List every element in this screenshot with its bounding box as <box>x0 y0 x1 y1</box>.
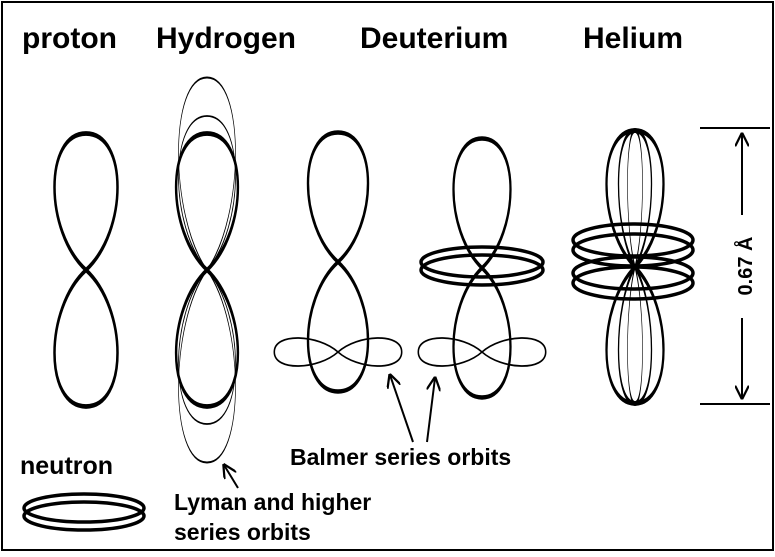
lyman-label-line1: Lyman and higher <box>174 489 371 515</box>
heading-hydrogen: Hydrogen <box>156 22 296 55</box>
neutron-ring <box>24 494 144 530</box>
deuterium-balmer-orbit <box>274 338 401 366</box>
lyman-label-line2: series orbits <box>174 519 311 545</box>
balmer-arrow-2 <box>427 378 435 442</box>
proton-orbit <box>55 134 118 407</box>
neutron-label: neutron <box>20 452 113 480</box>
lyman-arrow <box>224 465 238 488</box>
hydrogen-lyman-orbit-cross <box>179 116 236 424</box>
balmer-arrow-1 <box>390 375 413 442</box>
balmer-label: Balmer series orbits <box>290 444 511 470</box>
deuterium-balmer-orbit-2 <box>418 338 545 366</box>
dimension-label: 0.67 Å <box>733 237 757 296</box>
heading-helium: Helium <box>583 22 683 55</box>
heading-proton: proton <box>22 22 117 55</box>
deuterium-neutron-orbit <box>454 139 511 398</box>
heading-deuterium: Deuterium <box>360 22 508 55</box>
